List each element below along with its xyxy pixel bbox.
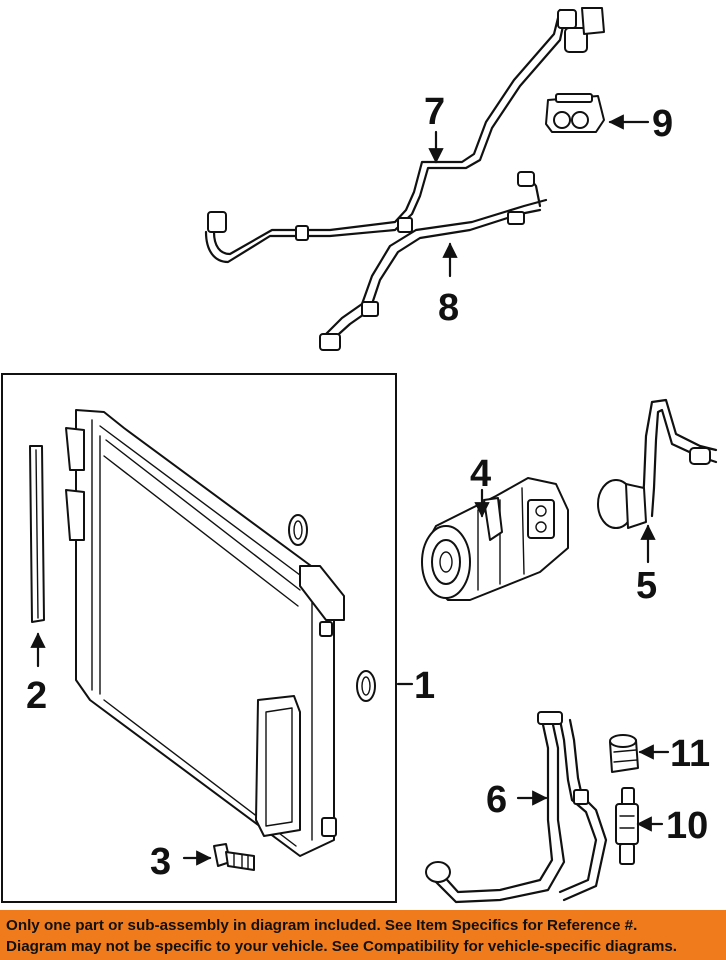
condenser-assembly-frame [1,373,397,903]
part-9-expansion-valve [545,93,605,133]
callout-8: 8 [438,287,459,329]
callout-4: 4 [470,453,491,495]
part-4-compressor [421,477,569,601]
callout-5: 5 [636,565,657,607]
callout-6: 6 [486,779,507,821]
part-5-hose-muffler [597,398,718,529]
callout-2: 2 [26,675,47,717]
disclaimer-banner: Only one part or sub-assembly in diagram… [0,910,726,960]
part-1-condenser [65,409,345,857]
part-3-bolt [213,843,255,871]
part-6-liquid-line [425,711,608,904]
leader-arrows [30,114,670,866]
callout-10: 10 [666,805,708,847]
disclaimer-line-1: Only one part or sub-assembly in diagram… [6,917,638,934]
callout-11: 11 [670,733,710,775]
o-ring-lower [356,670,376,702]
parts-diagram: 1 2 3 4 5 6 7 8 9 10 11 [1,7,718,904]
part-8-discharge-hose [319,171,548,351]
callout-9: 9 [652,103,673,145]
part-2-side-seal [29,445,45,623]
disclaimer-line-2: Diagram may not be specific to your vehi… [6,938,677,955]
part-10-pressure-switch [615,787,639,865]
part-7-suction-hose [204,7,605,264]
part-11-cap [609,734,639,773]
callout-7: 7 [424,91,445,133]
callout-1: 1 [414,665,435,707]
o-ring-upper [288,514,308,546]
callout-3: 3 [150,841,171,883]
